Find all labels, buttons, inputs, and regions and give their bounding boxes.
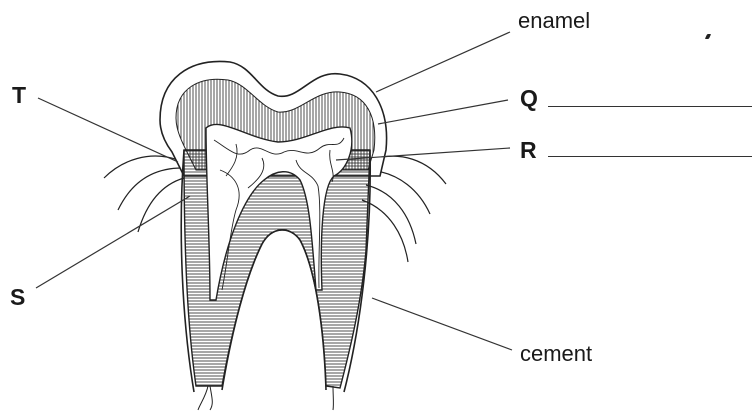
leader-s: [36, 196, 190, 288]
label-t: T: [12, 84, 26, 107]
label-q: Q: [520, 87, 538, 110]
answer-blank-r: [548, 156, 752, 157]
label-enamel: enamel: [518, 10, 590, 32]
label-cement: cement: [520, 343, 592, 365]
answer-blank-q: [548, 106, 752, 107]
root-nerves: [198, 386, 333, 410]
leader-enamel: [376, 32, 510, 92]
leader-t: [38, 98, 178, 162]
leader-cement: [372, 298, 512, 350]
leader-q: [378, 100, 508, 124]
label-s: S: [10, 286, 25, 309]
label-r: R: [520, 139, 537, 162]
